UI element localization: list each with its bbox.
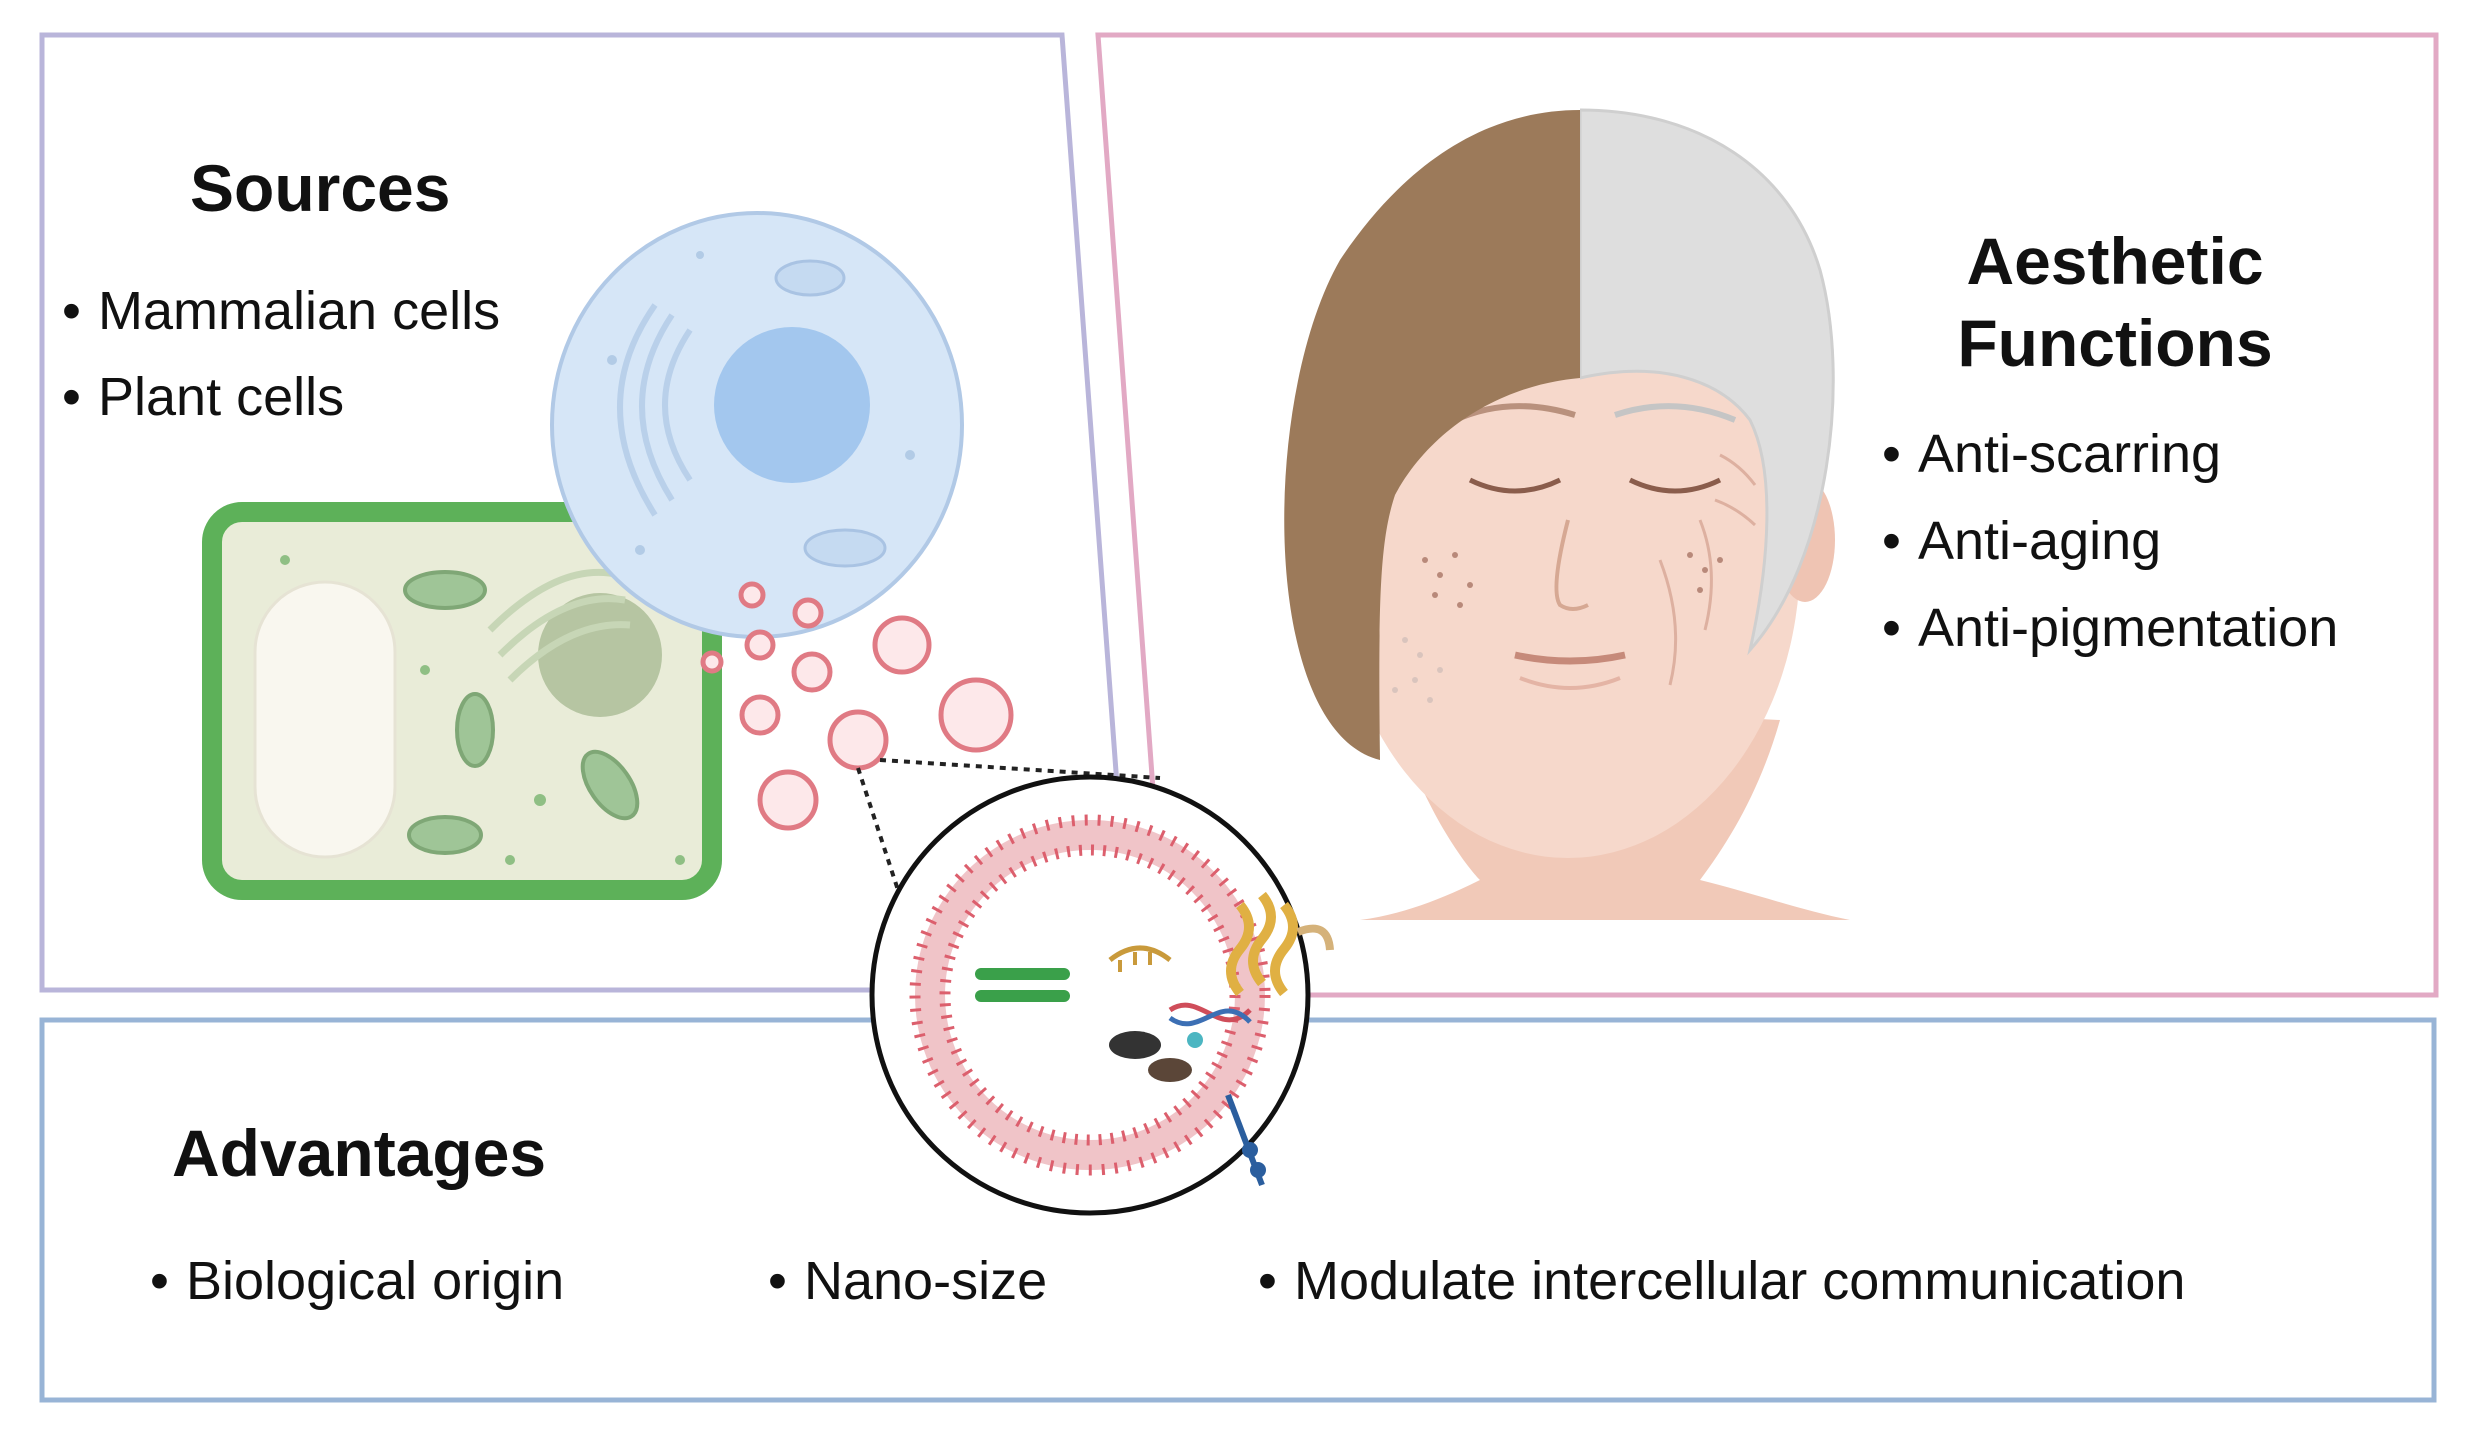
aesthetic-title: Aesthetic Functions — [1930, 220, 2300, 384]
bullet: • — [1882, 598, 1901, 658]
aesthetic-item-aging: • Anti-aging — [1882, 510, 2161, 572]
sources-item-label: Plant cells — [98, 367, 345, 427]
aesthetic-item-label: Anti-aging — [1918, 511, 2162, 571]
sources-item-plant: • Plant cells — [62, 366, 344, 428]
aesthetic-item-scarring: • Anti-scarring — [1882, 423, 2221, 485]
aesthetic-title-line1: Aesthetic — [1966, 224, 2264, 298]
bullet: • — [1882, 511, 1901, 571]
sources-title: Sources — [190, 151, 451, 225]
advantages-item-label: Biological origin — [186, 1251, 565, 1311]
advantages-item-biological: • Biological origin — [150, 1250, 564, 1312]
plant-cell-illustration — [202, 502, 722, 900]
mammalian-cell-illustration — [550, 211, 964, 639]
face-illustration — [1284, 108, 1850, 920]
zoom-lines — [856, 758, 1161, 1056]
sources-item-mammalian: • Mammalian cells — [62, 280, 500, 342]
bullet: • — [150, 1251, 169, 1311]
advantages-item-nano: • Nano-size — [768, 1250, 1047, 1312]
advantages-item-modulate: • Modulate intercellular communication — [1258, 1250, 2185, 1312]
bullet: • — [768, 1251, 787, 1311]
bullet: • — [1258, 1251, 1277, 1311]
vesicles — [700, 581, 1014, 831]
bullet: • — [1882, 424, 1901, 484]
advantages-item-label: Modulate intercellular communication — [1294, 1251, 2186, 1311]
exosome-zoom-illustration — [869, 774, 1334, 1216]
sources-item-label: Mammalian cells — [98, 281, 501, 341]
aesthetic-panel-border — [1095, 32, 2439, 998]
aesthetic-item-label: Anti-scarring — [1918, 424, 2222, 484]
aesthetic-item-label: Anti-pigmentation — [1918, 598, 2339, 658]
advantages-item-label: Nano-size — [804, 1251, 1048, 1311]
aesthetic-title-line2: Functions — [1957, 306, 2273, 380]
bullet: • — [62, 281, 81, 341]
bullet: • — [62, 367, 81, 427]
aesthetic-item-pigmentation: • Anti-pigmentation — [1882, 597, 2338, 659]
advantages-title: Advantages — [172, 1116, 547, 1190]
